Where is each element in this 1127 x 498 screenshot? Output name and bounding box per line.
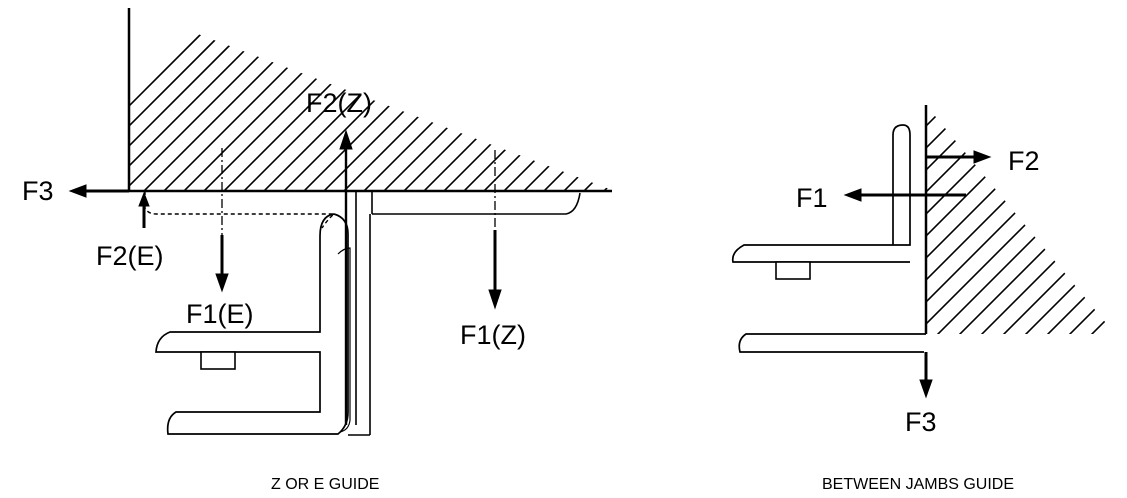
f1e-arrow (215, 273, 229, 293)
label-jamb-f3: F3 (905, 407, 937, 437)
label-f1z: F1(Z) (460, 320, 526, 350)
arrows-left (68, 129, 502, 425)
wall-hatching (129, 25, 612, 190)
label-f2z: F2(Z) (306, 88, 372, 118)
jamb-f1-arrow (843, 188, 862, 202)
guide-z-angle (155, 213, 349, 435)
label-f3: F3 (22, 176, 54, 206)
f2e-arrow (138, 191, 150, 207)
jamb-f3-arrow (919, 379, 933, 399)
jamb-f2-arrow (973, 150, 992, 164)
guide-top-flange (144, 191, 336, 229)
jamb-bolt-head (775, 261, 811, 280)
label-jamb-f2: F2 (1008, 146, 1040, 176)
between-jambs-guide-diagram: F2 F1 F3 BETWEEN JAMBS GUIDE (731, 105, 1115, 493)
label-jamb-f1: F1 (796, 183, 828, 213)
jamb-guide-inner (731, 124, 911, 263)
label-f1e: F1(E) (186, 299, 254, 329)
arrows-right (843, 150, 992, 399)
z-or-e-guide-diagram: F3 F2(E) F2(Z) F1(E) F1(Z) Z OR E GUIDE (22, 8, 612, 493)
guide-inner-angle (337, 247, 351, 433)
f3-arrow (68, 184, 87, 198)
f2z-arrow (339, 129, 353, 150)
jamb-hatching (926, 105, 1115, 334)
guide-top-flange-right (372, 192, 581, 215)
label-f2e: F2(E) (96, 241, 164, 271)
f1z-arrow (488, 289, 502, 310)
bolt-head (200, 351, 236, 370)
caption-z-or-e-guide: Z OR E GUIDE (271, 476, 379, 493)
jamb-guide-angle (738, 333, 926, 353)
caption-between-jambs-guide: BETWEEN JAMBS GUIDE (822, 476, 1014, 493)
